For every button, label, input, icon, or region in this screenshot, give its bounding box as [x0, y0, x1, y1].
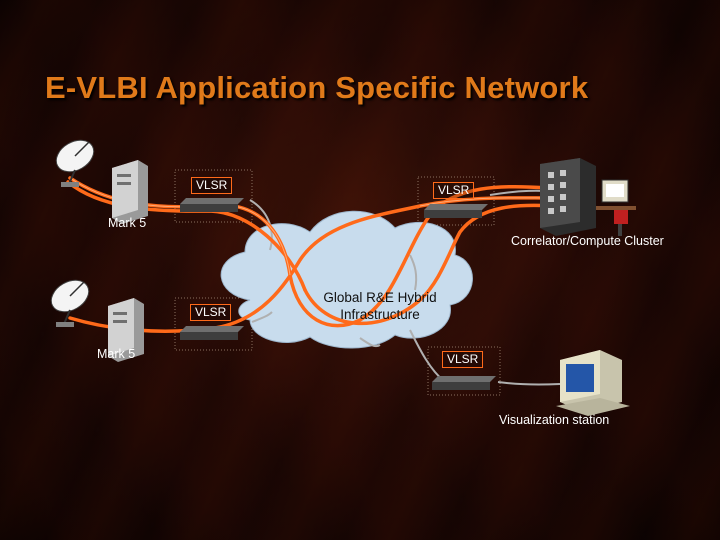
satellite-dish-icon [55, 139, 95, 187]
vlsr-box-top-right [417, 176, 495, 226]
cloud-shape [220, 210, 473, 349]
cloud-label: Global R&E Hybrid Infrastructure [300, 289, 460, 323]
server-icon [112, 160, 148, 224]
vlsr-box-bottom-right [427, 346, 501, 396]
cloud-label-line1: Global R&E Hybrid [323, 290, 437, 305]
switch-icon [432, 376, 496, 390]
visualization-label: Visualization station [499, 413, 610, 427]
server-icon [108, 298, 144, 362]
compute-cluster-icon [540, 158, 596, 236]
mark5-top-label: Mark 5 [108, 216, 147, 230]
operator-desk-icon [596, 179, 636, 236]
vlsr-label-top-left: VLSR [191, 177, 233, 194]
vlsr-label-bottom-right: VLSR [442, 351, 484, 368]
vlsr-label-top-right: VLSR [433, 182, 475, 199]
switch-icon [180, 198, 244, 212]
vlsr-box-top-left [174, 169, 253, 223]
switch-icon [180, 326, 244, 340]
correlator-label: Correlator/Compute Cluster [511, 234, 664, 248]
workstation-icon [556, 350, 630, 416]
mark5-bottom-label: Mark 5 [97, 347, 136, 361]
vlsr-label-middle-left: VLSR [190, 304, 232, 321]
cloud-label-line2: Infrastructure [340, 307, 420, 322]
switch-icon [424, 204, 488, 218]
slide-title: E-VLBI Application Specific Network [45, 70, 589, 105]
satellite-dish-icon [50, 279, 90, 327]
